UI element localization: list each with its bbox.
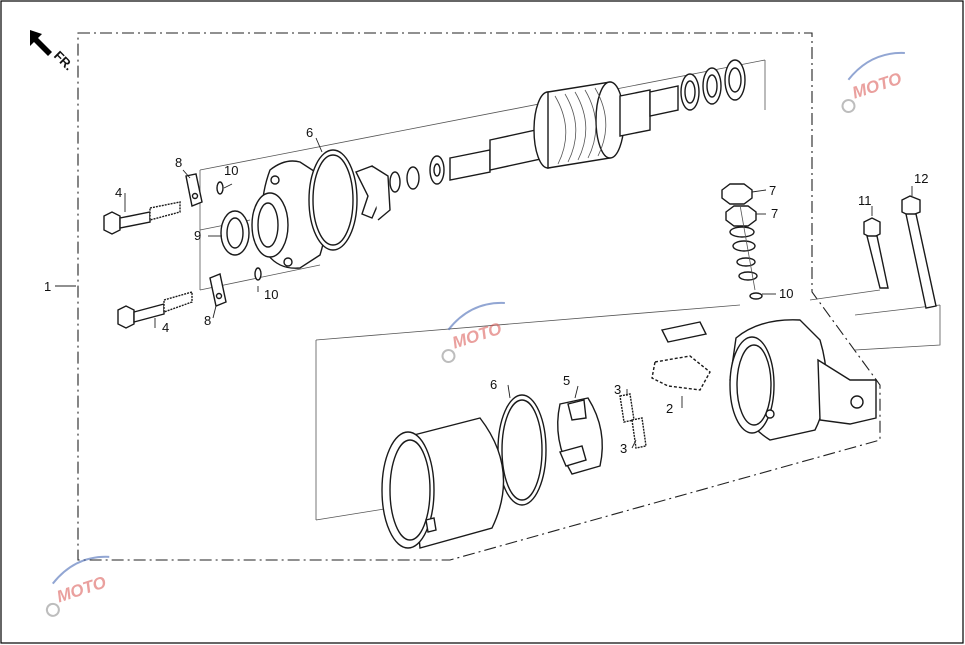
- rear-shim-washers: [680, 59, 746, 111]
- yoke-housing: [381, 417, 505, 549]
- callout-4-lower: 4: [162, 320, 169, 335]
- terminal-plate: [660, 321, 708, 343]
- swoosh-icon: [847, 51, 905, 81]
- gear-icon: [441, 349, 456, 364]
- callout-6-lower: 6: [490, 377, 497, 392]
- callout-7-upper: 7: [769, 183, 776, 198]
- assembly-boundary: [77, 32, 881, 561]
- direction-label: FR.: [51, 48, 76, 73]
- brush-set-part-2: [651, 355, 711, 391]
- callout-5: 5: [563, 373, 570, 388]
- swoosh-icon: [447, 301, 505, 331]
- watermark-top-right: MOTO: [841, 51, 905, 114]
- watermark-center: MOTO: [441, 301, 505, 364]
- shaft-washer-c-hole: [433, 163, 441, 177]
- brush-plate: [355, 165, 391, 221]
- shaft-washer-a: [389, 171, 401, 193]
- swoosh-icon: [51, 555, 110, 585]
- callout-7-lower: 7: [771, 206, 778, 221]
- bolt-lower-part-4: [117, 291, 193, 329]
- gasket-upper-part-6: [308, 149, 358, 251]
- callout-8-upper: 8: [175, 155, 182, 170]
- gear-icon: [45, 602, 60, 617]
- leader-lines: [55, 137, 913, 449]
- callout-10-lower: 10: [264, 287, 278, 302]
- armature: [449, 81, 679, 181]
- spring-upper-part-3: [619, 393, 635, 423]
- watermark-text: MOTO: [850, 69, 904, 103]
- callout-4-upper: 4: [115, 185, 122, 200]
- watermark-bottom-left: MOTO: [45, 555, 110, 617]
- callout-10-upper: 10: [224, 163, 238, 178]
- brush-holder-part-5: [557, 397, 603, 475]
- terminal-axis: [739, 204, 756, 291]
- callout-12: 12: [914, 171, 928, 186]
- callout-labels: 1 2 3 3 4 4 5 6 6 7 7 8 8 9 10 10 10 11 …: [44, 125, 928, 456]
- nut-upper-part-7: [721, 183, 753, 205]
- bolt-upper-part-4: [103, 201, 181, 235]
- o-ring-part-9: [220, 210, 250, 256]
- shaft-washer-b: [406, 166, 420, 190]
- clip-upper-part-8: [185, 173, 203, 207]
- gasket-lower-part-6: [497, 394, 547, 506]
- front-direction-arrow-icon: [30, 30, 52, 56]
- long-bolt-part-11: [863, 217, 889, 289]
- washer-upper-part-10: [216, 181, 224, 195]
- washer-lower-part-10: [254, 267, 262, 281]
- rear-housing: [729, 319, 877, 441]
- terminal-washer-stack: [729, 226, 758, 281]
- callout-2: 2: [666, 401, 673, 416]
- clip-lower-part-8: [209, 273, 227, 307]
- callout-3-lower: 3: [620, 441, 627, 456]
- nut-lower-part-7: [725, 205, 757, 227]
- washer-right-part-10: [749, 292, 763, 300]
- gear-icon: [841, 99, 856, 114]
- callout-8-lower: 8: [204, 313, 211, 328]
- callout-3-upper: 3: [614, 382, 621, 397]
- watermark-text: MOTO: [54, 573, 108, 607]
- watermark-text: MOTO: [450, 319, 504, 353]
- callout-6-upper: 6: [306, 125, 313, 140]
- callout-10-right: 10: [779, 286, 793, 301]
- callout-9: 9: [194, 228, 201, 243]
- long-bolt-part-12: [901, 195, 937, 309]
- callout-11: 11: [858, 193, 872, 208]
- callout-1: 1: [44, 279, 51, 294]
